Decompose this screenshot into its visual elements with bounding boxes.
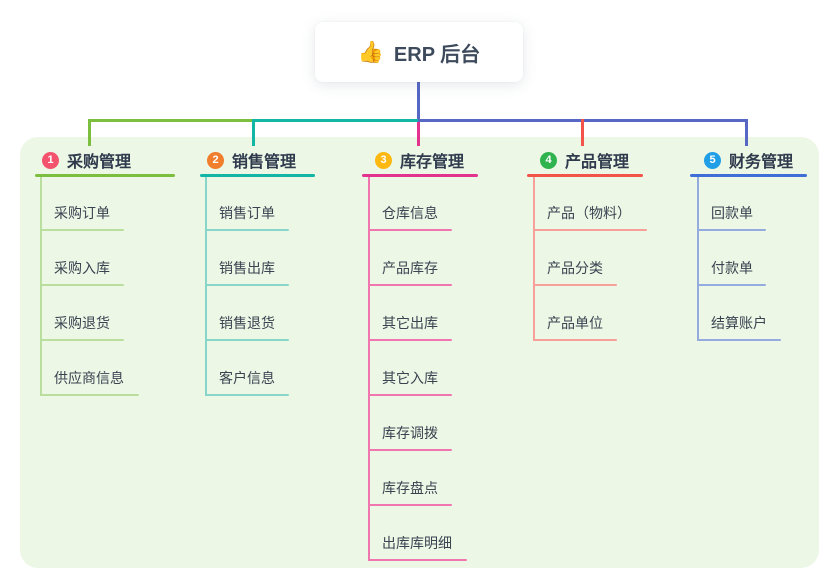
child-node[interactable]: 客户信息 [219, 370, 275, 386]
child-node[interactable]: 销售出库 [219, 260, 275, 276]
branch-badge-5: 5 [704, 151, 721, 169]
branch-badge-2: 2 [207, 151, 224, 169]
branch-label-2: 销售管理 [232, 154, 297, 171]
child-node[interactable]: 采购入库 [54, 260, 110, 276]
branch-label-3: 库存管理 [400, 154, 465, 171]
thumbs-up-icon: 👍 [357, 40, 384, 64]
branches-panel [20, 137, 819, 568]
child-node[interactable]: 产品单位 [547, 315, 603, 331]
child-underline [205, 339, 289, 341]
root-node[interactable]: 👍 ERP 后台 [315, 22, 523, 82]
connector-drop-2 [252, 119, 255, 146]
branch-underline-4 [527, 174, 643, 177]
child-underline [368, 504, 452, 506]
child-underline [368, 559, 467, 561]
child-underline [205, 229, 289, 231]
root-label: ERP 后台 [393, 43, 481, 66]
child-underline [40, 394, 139, 396]
child-node[interactable]: 采购退货 [54, 315, 110, 331]
child-node[interactable]: 产品库存 [382, 260, 438, 276]
child-underline [697, 284, 766, 286]
child-underline [368, 449, 452, 451]
branch-underline-5 [690, 174, 807, 177]
branch-spine [40, 177, 42, 396]
child-node[interactable]: 销售退货 [219, 315, 275, 331]
branch-label-5: 财务管理 [729, 154, 794, 171]
child-node[interactable]: 仓库信息 [382, 205, 438, 221]
child-node[interactable]: 其它出库 [382, 315, 438, 331]
connector-drop-5 [745, 119, 748, 146]
branch-spine [368, 177, 370, 561]
branch-title-1[interactable]: 1 采购管理 [42, 147, 131, 173]
child-underline [205, 284, 289, 286]
child-underline [40, 229, 124, 231]
connector-drop-4 [581, 119, 584, 146]
branch-spine [697, 177, 699, 341]
branch-badge-1: 1 [42, 151, 59, 169]
child-underline [368, 284, 452, 286]
branch-spine [533, 177, 535, 341]
child-node[interactable]: 采购订单 [54, 205, 110, 221]
child-node[interactable]: 付款单 [711, 260, 753, 276]
child-node[interactable]: 供应商信息 [54, 370, 124, 386]
branch-spine [205, 177, 207, 396]
child-node[interactable]: 产品（物料） [547, 205, 631, 221]
child-underline [697, 339, 781, 341]
connector-bus-left [88, 119, 253, 122]
child-underline [205, 394, 289, 396]
child-underline [533, 284, 617, 286]
child-underline [40, 284, 124, 286]
connector-drop-1 [88, 119, 91, 146]
branch-label-1: 采购管理 [67, 154, 132, 171]
child-node[interactable]: 结算账户 [711, 315, 767, 331]
child-node[interactable]: 回款单 [711, 205, 753, 221]
connector-root-drop [417, 82, 420, 120]
child-underline [697, 229, 766, 231]
connector-drop-3 [417, 122, 420, 146]
child-node[interactable]: 销售订单 [219, 205, 275, 221]
child-underline [533, 229, 647, 231]
child-underline [533, 339, 617, 341]
branch-underline-2 [200, 174, 315, 177]
branch-title-2[interactable]: 2 销售管理 [207, 147, 296, 173]
branch-underline-1 [35, 174, 175, 177]
connector-bus-mid [253, 119, 418, 122]
child-underline [368, 339, 452, 341]
child-node[interactable]: 库存盘点 [382, 480, 438, 496]
branch-title-3[interactable]: 3 库存管理 [375, 147, 464, 173]
child-underline [368, 229, 452, 231]
branch-badge-3: 3 [375, 151, 392, 169]
branch-title-5[interactable]: 5 财务管理 [704, 147, 793, 173]
child-node[interactable]: 出库库明细 [382, 535, 452, 551]
branch-badge-4: 4 [540, 151, 557, 169]
child-node[interactable]: 库存调拨 [382, 425, 438, 441]
child-underline [40, 339, 124, 341]
child-node[interactable]: 产品分类 [547, 260, 603, 276]
child-underline [368, 394, 452, 396]
child-node[interactable]: 其它入库 [382, 370, 438, 386]
branch-underline-3 [362, 174, 478, 177]
branch-title-4[interactable]: 4 产品管理 [540, 147, 629, 173]
branch-label-4: 产品管理 [565, 154, 630, 171]
